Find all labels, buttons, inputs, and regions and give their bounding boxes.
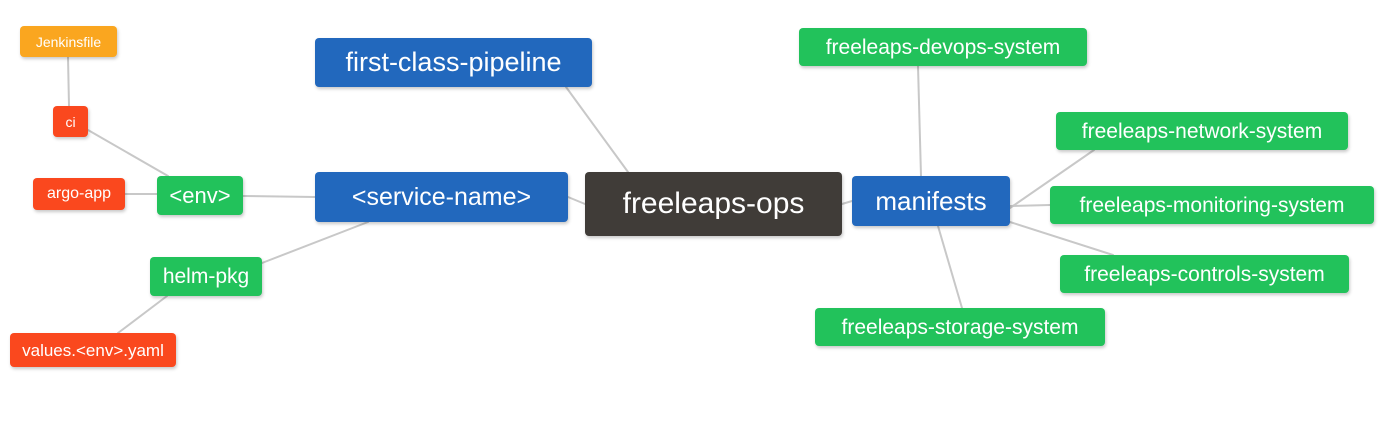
mindmap-node-env[interactable]: <env> [157,176,243,215]
mindmap-node-freeleaps-controls-system[interactable]: freeleaps-controls-system [1060,255,1349,293]
mindmap-node-label: freeleaps-storage-system [841,315,1079,339]
mindmap-node-service-name[interactable]: <service-name> [315,172,568,222]
mindmap-node-root[interactable]: freeleaps-ops [585,172,842,236]
mindmap-node-label: manifests [875,186,987,216]
mindmap-node-label: freeleaps-devops-system [825,35,1061,59]
mindmap-node-label: first-class-pipeline [345,47,562,77]
mindmap-node-label: argo-app [46,185,112,202]
mindmap-node-label: freeleaps-network-system [1081,119,1323,143]
mindmap-node-jenkinsfile[interactable]: Jenkinsfile [20,26,117,57]
mindmap-node-freeleaps-storage-system[interactable]: freeleaps-storage-system [815,308,1105,346]
mindmap-node-label: ci [65,113,76,130]
mindmap-node-argo-app[interactable]: argo-app [33,178,125,210]
mindmap-node-first-class-pipeline[interactable]: first-class-pipeline [315,38,592,87]
mindmap-node-label: <env> [169,182,231,208]
mindmap-node-helm-pkg[interactable]: helm-pkg [150,257,262,296]
mindmap-node-label: Jenkinsfile [35,33,102,50]
mindmap-node-values-env-yaml[interactable]: values.<env>.yaml [10,333,176,367]
mindmap-node-label: freeleaps-controls-system [1084,262,1325,286]
mindmap-node-freeleaps-network-system[interactable]: freeleaps-network-system [1056,112,1348,150]
mindmap-node-manifests[interactable]: manifests [852,176,1010,226]
mindmap-node-freeleaps-monitoring-system[interactable]: freeleaps-monitoring-system [1050,186,1374,224]
mindmap-node-label: values.<env>.yaml [22,340,164,360]
mindmap-node-label: helm-pkg [162,265,250,288]
mindmap-node-label: freeleaps-ops [622,187,805,220]
mindmap-node-label: <service-name> [351,182,532,211]
mindmap-node-ci[interactable]: ci [53,106,88,137]
mindmap-node-freeleaps-devops-system[interactable]: freeleaps-devops-system [799,28,1087,66]
mindmap-node-label: freeleaps-monitoring-system [1079,193,1345,217]
